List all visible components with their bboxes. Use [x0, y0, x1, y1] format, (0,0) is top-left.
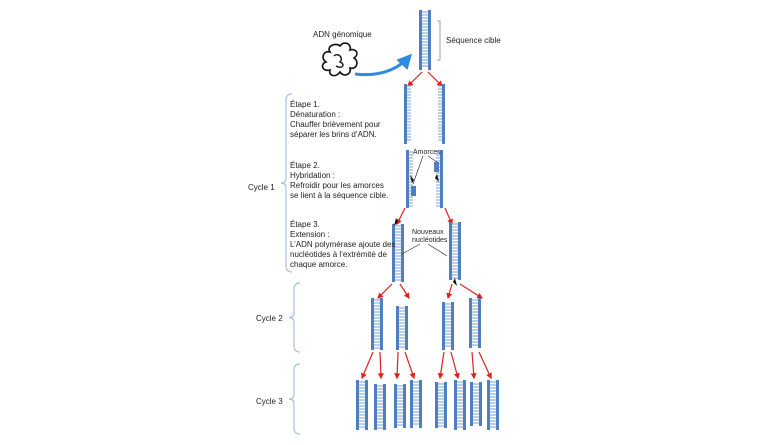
cycle3-arrow-8: [478, 351, 492, 380]
primer-left: [411, 186, 416, 196]
cycle2-arrow-3: [446, 283, 453, 300]
extended-duplex-right: [449, 222, 461, 280]
extension-arrow-left: [396, 207, 406, 226]
step-3-text: Étape 3. Extension : L’ADN polymérase aj…: [290, 220, 395, 270]
extraction-arrow: [354, 53, 413, 77]
cycle3-duplex-7: [470, 382, 482, 426]
genomic-dna-squiggle-inner: [333, 53, 344, 69]
step-2-line: Hybridation :: [290, 171, 335, 180]
primers-pointer-right: [427, 155, 438, 163]
cycle2-arrow-1: [377, 283, 393, 299]
denatured-strand-left: [404, 84, 411, 144]
cycle3-duplex-4: [410, 380, 422, 428]
target-region-bracket: [437, 20, 441, 61]
denaturation-arrow-right: [427, 71, 443, 87]
step-2-line: Refroidir pour les amorces: [290, 181, 384, 190]
step-1-line: Étape 1.: [290, 100, 320, 109]
new-nucleotides-label-1: Nouveaux: [412, 229, 444, 236]
cycle3-duplex-5: [435, 382, 447, 428]
step-2-text: Étape 2. Hybridation : Refroidir pour le…: [290, 161, 388, 201]
cycle3-duplex-6: [454, 380, 466, 430]
denaturation-arrow-left: [407, 71, 423, 87]
cycle3-arrow-6: [450, 351, 460, 380]
primers-label: Amorces: [413, 149, 441, 156]
cycle-2-bracket: [288, 282, 301, 353]
cycle3-duplex-8: [487, 380, 499, 430]
cycle2-duplex-3: [442, 302, 454, 350]
genomic-dna-squiggle: [321, 42, 358, 77]
cycle-3-label: Cycle 3: [256, 397, 283, 406]
primer-right-direction: [435, 174, 439, 182]
extension-direction-right: [453, 278, 457, 286]
step-3-line: nucléotides à l’extrémité de: [290, 250, 387, 259]
genomic-dna-label: ADN génomique: [313, 30, 372, 39]
target-sequence-label: Séquence cible: [446, 36, 501, 45]
step-1-text: Étape 1. Dénaturation : Chauffer brièvem…: [290, 100, 381, 140]
new-nucleotides-label-2: nucléotides: [412, 237, 448, 244]
denatured-strand-right: [438, 84, 445, 144]
cycle-2-label: Cycle 2: [256, 314, 283, 323]
extended-duplex-left: [392, 224, 404, 282]
cycle2-duplex-2: [396, 306, 408, 350]
step-3-line: Extension :: [290, 230, 330, 239]
nucleotides-pointer-right: [427, 243, 448, 257]
primers-pointer-left: [412, 155, 424, 185]
step-3-line: chaque amorce.: [290, 260, 348, 269]
step-1-line: séparer les brins d’ADN.: [290, 130, 377, 139]
cycle2-arrow-4: [459, 283, 484, 299]
cycle3-arrow-2: [377, 351, 384, 380]
step-2-line: se lient à la séquence cible.: [290, 191, 389, 200]
cycle-1-label: Cycle 1: [248, 183, 275, 192]
annealed-strand-right: [436, 150, 443, 208]
step-3-line: L’ADN polymérase ajoute des: [290, 240, 396, 249]
cycle2-duplex-4: [469, 298, 481, 348]
cycle2-duplex-1: [371, 298, 383, 350]
step-1-line: Dénaturation :: [290, 110, 341, 119]
primer-right: [434, 162, 439, 172]
step-3-line: Étape 3.: [290, 220, 320, 229]
cycle3-duplex-3: [394, 384, 406, 428]
extension-arrow-right: [444, 207, 453, 226]
cycle-3-bracket: [288, 363, 301, 435]
cycle-1-bracket: [280, 93, 293, 273]
cycle3-arrow-5: [437, 351, 445, 380]
step-2-line: Étape 2.: [290, 161, 320, 170]
cycle3-arrow-1: [361, 351, 374, 380]
primer-left-direction: [410, 175, 414, 183]
cycle2-arrow-2: [399, 283, 410, 300]
cycle3-duplex-2: [374, 384, 386, 430]
nucleotides-pointer-left: [401, 243, 421, 255]
extension-direction-left: [394, 218, 398, 226]
step-1-line: Chauffer brièvement pour: [290, 120, 381, 129]
cycle3-arrow-7: [470, 351, 477, 380]
annealed-strand-left: [406, 150, 413, 208]
cycle3-arrow-3: [394, 351, 401, 380]
cycle3-duplex-1: [356, 380, 368, 430]
cycle3-arrow-4: [404, 351, 416, 380]
target-sequence-dna: [419, 10, 431, 70]
